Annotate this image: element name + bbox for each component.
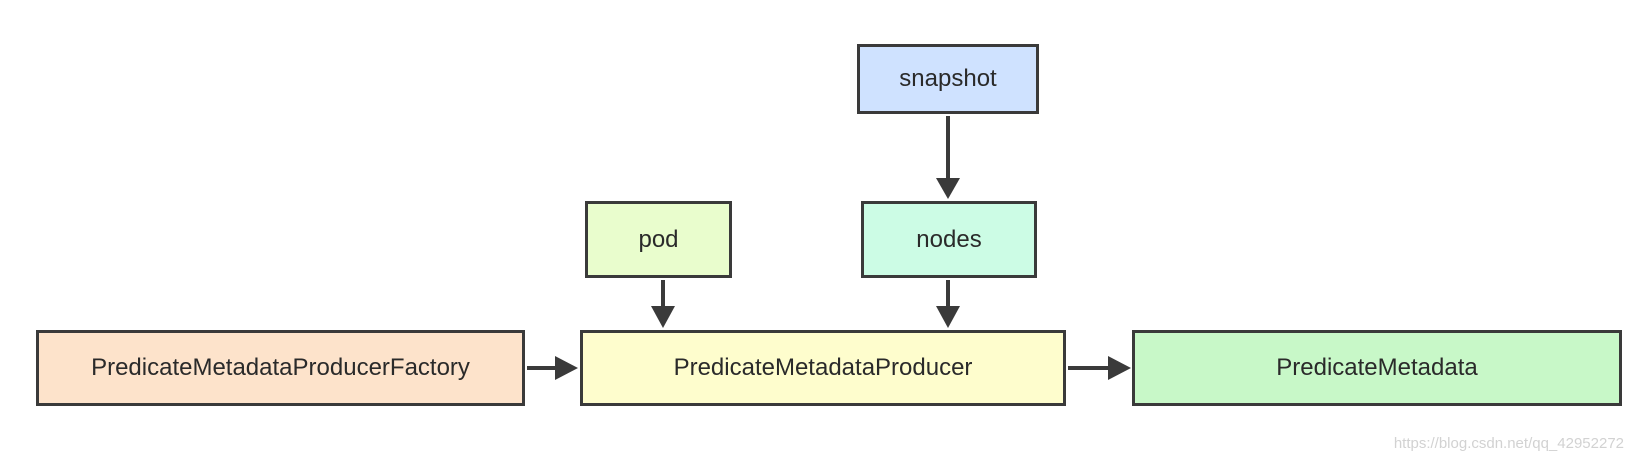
watermark: https://blog.csdn.net/qq_42952272 (1393, 435, 1624, 452)
arrowhead-icon (1108, 356, 1131, 380)
edge-factory-to-producer (527, 356, 578, 380)
node-label: pod (638, 225, 679, 253)
node-predicate-metadata-producer-factory: PredicateMetadataProducerFactory (36, 330, 525, 406)
edge-pod-to-producer (651, 280, 675, 328)
arrowhead-icon (555, 356, 578, 380)
node-predicate-metadata-producer: PredicateMetadataProducer (580, 330, 1066, 406)
node-label: PredicateMetadataProducer (673, 354, 973, 381)
node-predicate-metadata: PredicateMetadata (1132, 330, 1622, 406)
node-nodes: nodes (861, 201, 1037, 278)
node-label: PredicateMetadataProducerFactory (91, 354, 470, 381)
arrowhead-icon (936, 306, 960, 328)
node-label: nodes (916, 225, 982, 253)
node-label: snapshot (899, 65, 997, 92)
edge-snapshot-to-nodes (936, 116, 960, 199)
arrowhead-icon (936, 178, 960, 199)
node-pod: pod (585, 201, 732, 278)
edge-nodes-to-producer (936, 280, 960, 328)
arrowhead-icon (651, 306, 675, 328)
node-label: PredicateMetadata (1276, 354, 1478, 381)
edge-producer-to-metadata (1068, 356, 1131, 380)
node-snapshot: snapshot (857, 44, 1039, 114)
